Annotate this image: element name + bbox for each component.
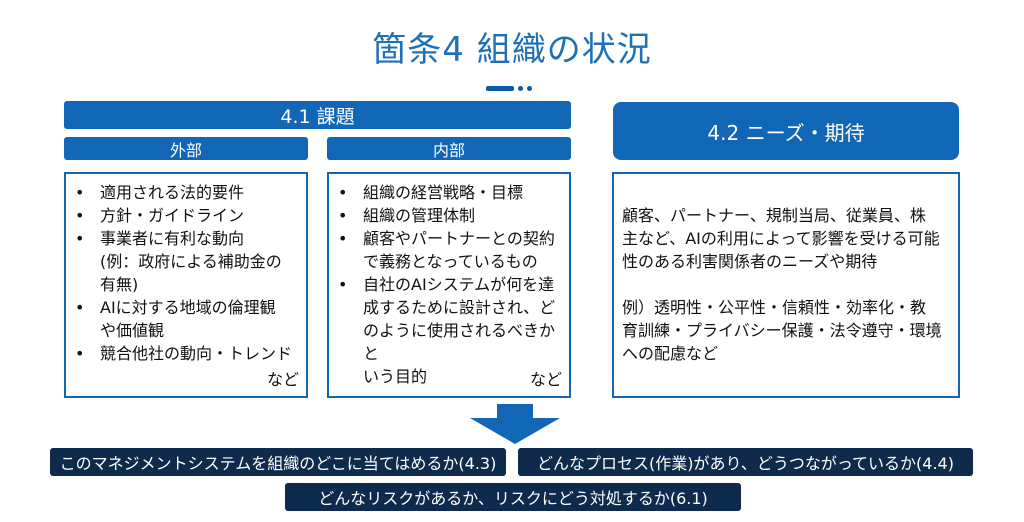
list-item-cont: (例：政府による補助金の (100, 252, 282, 271)
down-arrow-icon (470, 404, 560, 444)
external-header: 外部 (64, 137, 308, 160)
list-item: •組織の管理体制 (338, 206, 476, 225)
decoration-bar (486, 86, 514, 91)
list-item: •方針・ガイドライン (75, 206, 245, 225)
list-item: •AIに対する地域の倫理観 (75, 298, 276, 317)
process-outcome: どんなプロセス(作業)があり、どうつながっているか(4.4) (518, 448, 973, 476)
list-item: •自社のAIシステムが何を達 (338, 275, 555, 294)
issues-header: 4.1 課題 (64, 101, 571, 129)
needs-description: 顧客、パートナー、規制当局、従業員、株 主など、AIの利用によって影響を受ける可… (622, 206, 940, 271)
decoration-dot (527, 86, 532, 91)
list-item: •競合他社の動向・トレンド (75, 344, 293, 363)
etc-label: など (529, 370, 562, 389)
etc-label: など (266, 370, 299, 389)
list-item-cont: いう目的 (363, 367, 428, 386)
list-item: •顧客やパートナーとの契約 (338, 229, 555, 248)
list-item-cont: 成するために設計され、ど (363, 298, 556, 317)
scope-outcome: このマネジメントシステムを組織のどこに当てはめるか(4.3) (50, 448, 506, 476)
list-item: •事業者に有利な動向 (75, 229, 245, 248)
list-item: •適用される法的要件 (75, 183, 245, 202)
needs-header: 4.2 ニーズ・期待 (613, 102, 959, 160)
list-item-cont: 有無) (100, 275, 139, 294)
list-item: •組織の経営戦略・目標 (338, 183, 524, 202)
list-item-cont: のように使用されるべきかと (363, 321, 556, 363)
list-item-cont: で義務となっているもの (363, 252, 538, 271)
list-item-cont: や価値観 (100, 321, 165, 340)
risk-outcome: どんなリスクがあるか、リスクにどう対処するか(6.1) (285, 483, 741, 511)
page-title: 箇条4 組織の状況 (372, 30, 652, 70)
internal-header: 内部 (327, 137, 571, 160)
needs-examples: 例）透明性・公平性・信頼性・効率化・教 育訓練・プライバシー保護・法令遵守・環境… (622, 298, 942, 363)
external-issues-box: •適用される法的要件 •方針・ガイドライン •事業者に有利な動向 (例：政府によ… (64, 172, 308, 398)
internal-issues-box: •組織の経営戦略・目標 •組織の管理体制 •顧客やパートナーとの契約 で義務とな… (327, 172, 571, 398)
needs-box: 顧客、パートナー、規制当局、従業員、株 主など、AIの利用によって影響を受ける可… (612, 172, 960, 398)
decoration-dot (518, 86, 523, 91)
